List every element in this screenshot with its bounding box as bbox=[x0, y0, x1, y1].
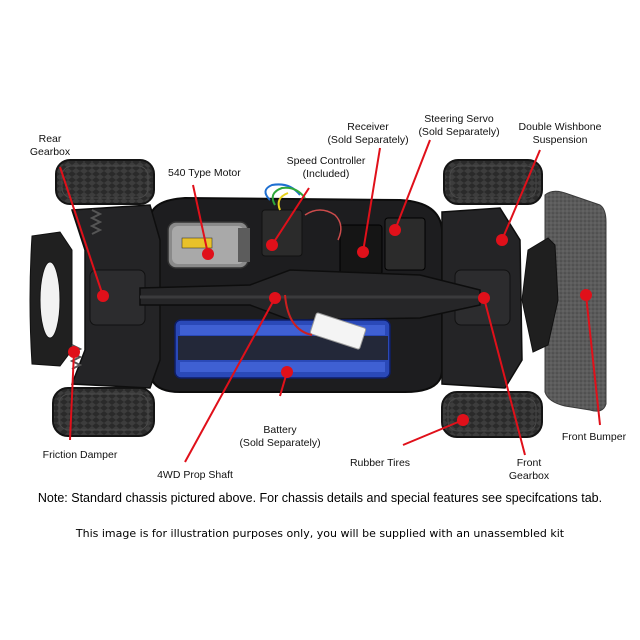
front-bumper-bracket bbox=[521, 237, 559, 353]
marker-receiver bbox=[357, 246, 369, 258]
battery-connector bbox=[309, 312, 367, 350]
marker-rubber-tires bbox=[457, 414, 469, 426]
label-steering-servo: Steering Servo (Sold Separately) bbox=[418, 113, 500, 138]
label-receiver: Receiver (Sold Separately) bbox=[327, 121, 409, 146]
label-front-gearbox: Front Gearbox bbox=[508, 457, 550, 482]
label-speed-controller: Speed Controller (Included) bbox=[286, 155, 366, 180]
label-front-bumper: Front Bumper bbox=[561, 431, 627, 443]
marker-speed-controller bbox=[266, 239, 278, 251]
marker-battery bbox=[281, 366, 293, 378]
label-rubber-tires: Rubber Tires bbox=[349, 457, 411, 469]
wiring bbox=[304, 209, 342, 241]
marker-friction-damper bbox=[68, 346, 80, 358]
label-double-wishbone: Double Wishbone Suspension bbox=[518, 121, 602, 146]
markers bbox=[68, 224, 592, 426]
tire-front-left bbox=[443, 159, 543, 205]
label-motor: 540 Type Motor bbox=[168, 167, 241, 179]
tire-rear-left bbox=[55, 159, 155, 205]
marker-double-wishbone bbox=[496, 234, 508, 246]
label-battery: Battery (Sold Separately) bbox=[239, 424, 321, 449]
rear-shock-bottom bbox=[69, 344, 83, 370]
marker-front-gearbox bbox=[478, 292, 490, 304]
label-rear-gearbox: Rear Gearbox bbox=[29, 133, 71, 158]
rear-shock-top bbox=[89, 209, 103, 235]
marker-front-bumper bbox=[580, 289, 592, 301]
tire-front-right bbox=[441, 391, 543, 438]
label-friction-damper: Friction Damper bbox=[42, 449, 118, 461]
tire-rear-right bbox=[52, 387, 155, 437]
leader-lines bbox=[59, 139, 601, 463]
front-bumper-foam bbox=[544, 190, 607, 412]
upper-deck bbox=[139, 269, 481, 321]
marker-steering-servo bbox=[389, 224, 401, 236]
standard-chassis-note: Note: Standard chassis pictured above. F… bbox=[37, 491, 603, 505]
marker-prop-shaft bbox=[269, 292, 281, 304]
motor bbox=[167, 221, 250, 269]
illustration-disclaimer: This image is for illustration purposes … bbox=[75, 527, 565, 540]
label-prop-shaft: 4WD Prop Shaft bbox=[157, 469, 233, 481]
battery-lead bbox=[284, 294, 313, 336]
marker-rear-gearbox bbox=[97, 290, 109, 302]
marker-motor bbox=[202, 248, 214, 260]
